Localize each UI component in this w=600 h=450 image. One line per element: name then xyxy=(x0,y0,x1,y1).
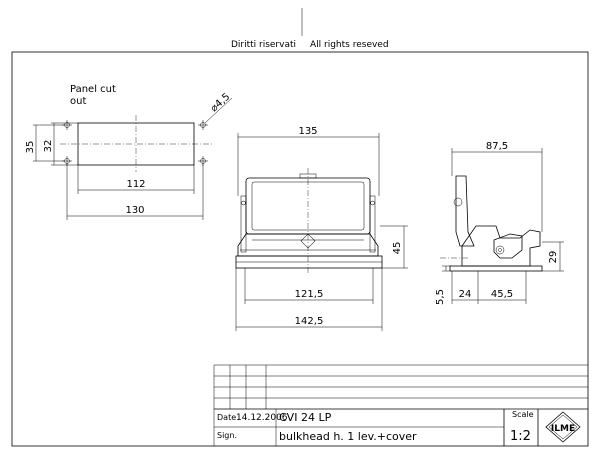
product-description: bulkhead h. 1 lev.+cover xyxy=(279,430,417,443)
front-view: 135 45 121,5 142,5 xyxy=(235,126,408,331)
ilme-logo: ILME xyxy=(545,411,581,443)
hinge-post-left xyxy=(240,195,247,253)
dim-front-width-top: 135 xyxy=(298,126,317,137)
side-base xyxy=(449,265,543,272)
side-cover xyxy=(455,175,475,247)
dim-panel-width-inner: 112 xyxy=(126,179,145,190)
dim-side-base-right: 45,5 xyxy=(491,289,513,300)
hinge-post-right xyxy=(369,195,376,253)
dim-side-base-left: 24 xyxy=(459,289,472,300)
drawing-frame xyxy=(11,51,589,447)
mounting-holes xyxy=(62,120,208,166)
panel-cutout-label-line1: Panel cut xyxy=(70,84,116,95)
scale-label: Scale xyxy=(512,410,534,419)
dim-side-height-right: 29 xyxy=(548,251,559,264)
dim-panel-width-outer: 130 xyxy=(125,205,144,216)
side-hinge-circle xyxy=(453,197,463,207)
side-lever-pivot xyxy=(495,245,505,255)
diameter-leader xyxy=(204,97,233,124)
rights-english: All rights reseved xyxy=(310,40,389,50)
dim-front-base-inner: 121,5 xyxy=(295,289,324,300)
panel-cutout-view: Panel cut out ⌀4,5 35 32 xyxy=(25,84,232,220)
dim-front-base-outer: 142,5 xyxy=(295,316,324,327)
title-block: Date 14.12.2006 Sign. CVI 24 LP bulkhead… xyxy=(213,364,588,446)
logo-text: ILME xyxy=(551,424,575,434)
dim-front-height: 45 xyxy=(392,242,403,255)
rights-italian: Diritti riservati xyxy=(231,40,296,50)
panel-cutout-label-line2: out xyxy=(70,96,86,107)
dim-panel-height-inner: 32 xyxy=(43,140,54,153)
dim-side-width-top: 87,5 xyxy=(486,141,508,152)
hinge-pin-right xyxy=(370,200,375,206)
dim-panel-height-outer: 35 xyxy=(25,141,36,154)
dim-hole-diameter: ⌀4,5 xyxy=(209,91,233,114)
side-lever xyxy=(493,233,523,259)
scale-value: 1:2 xyxy=(510,429,531,444)
housing-logo-mark xyxy=(300,233,316,249)
date-label: Date xyxy=(217,413,236,422)
product-code: CVI 24 LP xyxy=(279,411,332,424)
side-view: 87,5 29 5,5 24 45,5 xyxy=(435,141,564,305)
hinge-pin-left xyxy=(241,200,246,206)
date-value: 14.12.2006 xyxy=(236,413,288,423)
sign-label: Sign. xyxy=(217,431,237,440)
dim-side-height-left: 5,5 xyxy=(435,289,446,305)
